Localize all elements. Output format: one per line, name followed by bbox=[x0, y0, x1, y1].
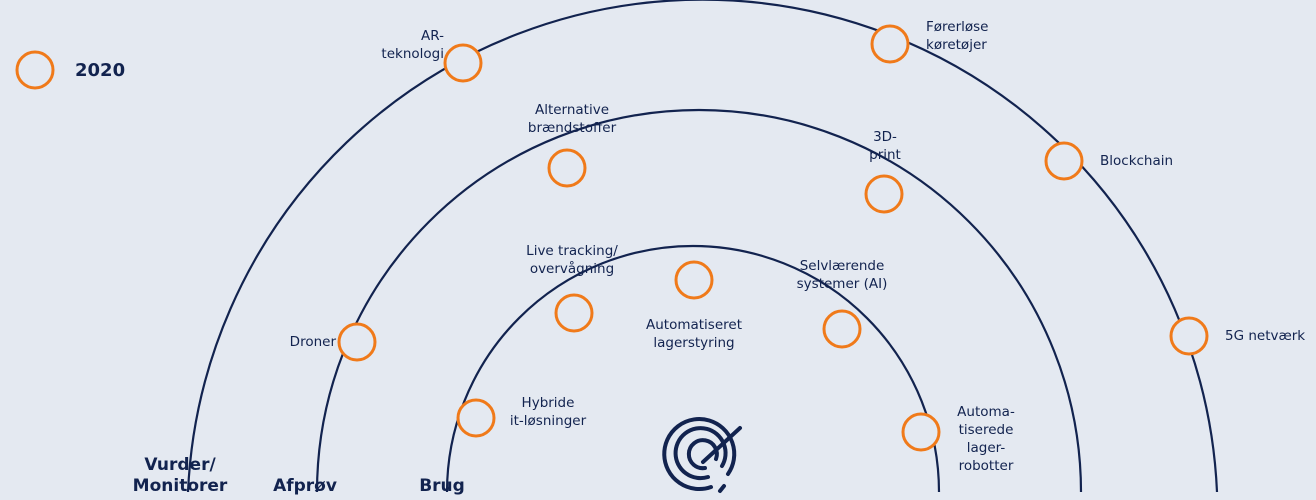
live-tracking-marker[interactable] bbox=[554, 293, 594, 333]
drones-label: Droner bbox=[289, 334, 336, 350]
print-3d-marker[interactable] bbox=[864, 174, 904, 214]
legend-year: 2020 bbox=[75, 60, 126, 81]
drones-marker[interactable] bbox=[337, 322, 377, 362]
inner-ring-arc bbox=[445, 244, 941, 493]
self-learning-label: Selvlærende systemer (AI) bbox=[796, 258, 888, 292]
five-g-label: 5G netværk bbox=[1225, 328, 1306, 344]
alt-fuels-label: Alternative brændstoffer bbox=[527, 102, 617, 136]
auto-warehouse-marker[interactable] bbox=[674, 260, 714, 300]
middle-ring-arc bbox=[315, 108, 1083, 493]
alt-fuels-marker[interactable] bbox=[547, 148, 587, 188]
blockchain-marker[interactable] bbox=[1044, 141, 1084, 181]
legend-marker bbox=[15, 50, 55, 90]
autonomous-vehicles-label: Førerløse køretøjer bbox=[926, 19, 989, 53]
ar-technology-label: AR- teknologi bbox=[381, 28, 444, 62]
robots-label: Automa- tiserede lager- robotter bbox=[957, 404, 1015, 474]
self-learning-marker[interactable] bbox=[822, 309, 862, 349]
ring-label-middle: Afprøv bbox=[273, 476, 337, 496]
blockchain-label: Blockchain bbox=[1100, 153, 1174, 169]
hybrid-it-label: Hybride it-løsninger bbox=[509, 395, 587, 429]
ring-label-inner: Brug bbox=[419, 476, 465, 496]
outer-ring-arc bbox=[186, 0, 1219, 493]
auto-warehouse-label: Automatiseret lagerstyring bbox=[645, 317, 742, 351]
autonomous-vehicles-marker[interactable] bbox=[870, 24, 910, 64]
hybrid-it-marker[interactable] bbox=[456, 398, 496, 438]
robots-marker[interactable] bbox=[901, 412, 941, 452]
ar-technology-marker[interactable] bbox=[443, 43, 483, 83]
ring-label-outer: Vurder/ Monitorer bbox=[132, 455, 228, 496]
radar-icon bbox=[662, 417, 742, 493]
live-tracking-label: Live tracking/ overvågning bbox=[526, 243, 618, 277]
print-3d-label: 3D- print bbox=[869, 129, 901, 163]
five-g-marker[interactable] bbox=[1169, 316, 1209, 356]
